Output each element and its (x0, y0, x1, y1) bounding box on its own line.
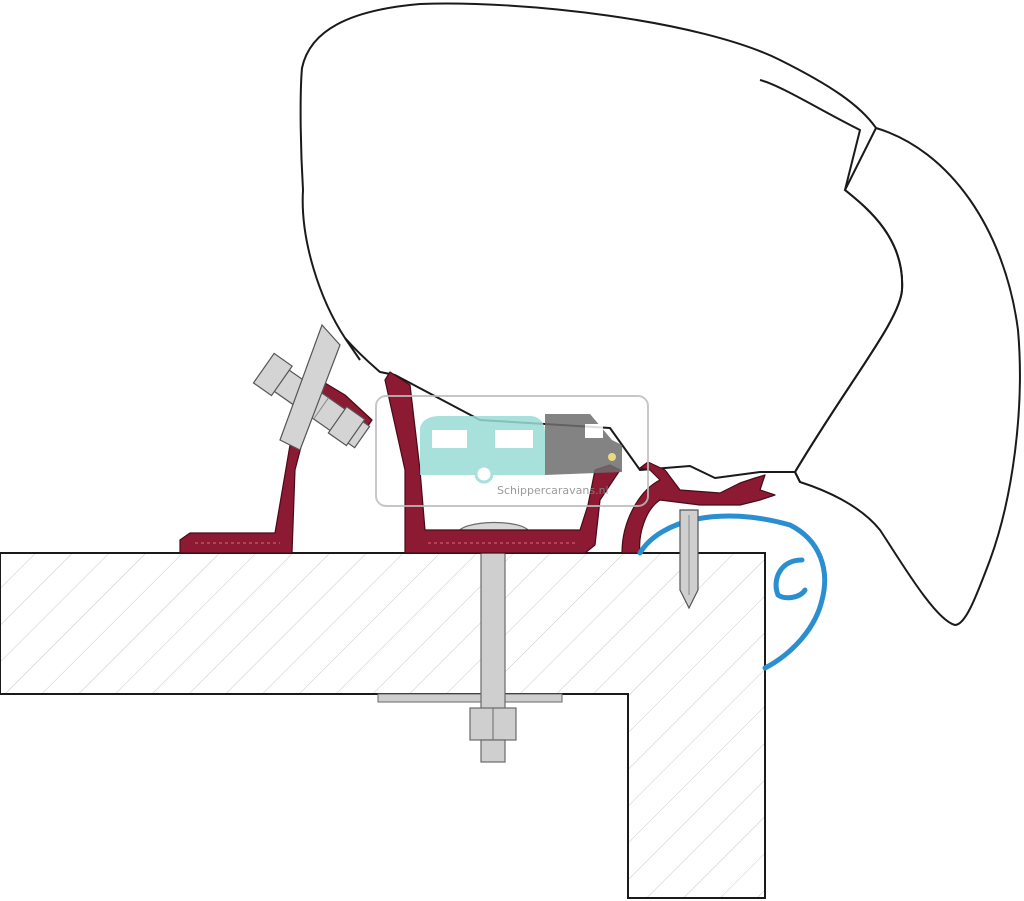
watermark-van-icon (545, 414, 622, 475)
watermark-frame (375, 395, 649, 507)
cassette-lower-lip (344, 337, 801, 483)
clamp-bracket (279, 323, 341, 451)
bolt-backing-plate (377, 693, 563, 703)
watermark: Schippercaravans.nl (375, 395, 649, 507)
clamp-screw (252, 352, 371, 449)
cassette-front-cap-line (794, 127, 904, 473)
caravan-wall (0, 552, 766, 899)
bolt-shaft (480, 544, 506, 711)
bolt-tip (480, 739, 506, 763)
watermark-text: Schippercaravans.nl (497, 484, 609, 497)
